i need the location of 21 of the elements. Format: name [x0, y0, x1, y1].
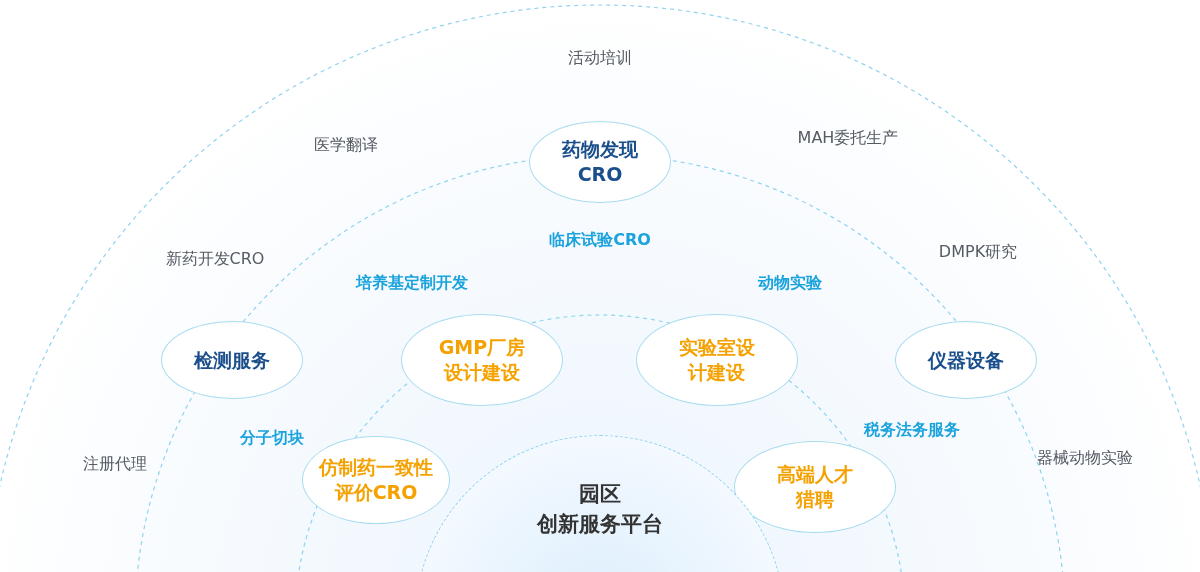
service-label: DMPK研究 — [938, 241, 1018, 263]
service-label: 注册代理 — [83, 453, 147, 475]
service-name: 仪器设备 — [926, 347, 1005, 373]
service-label: 分子切块 — [240, 427, 304, 449]
service-label: 临床试验CRO — [549, 229, 651, 251]
service-label: 培养基定制开发 — [356, 272, 468, 294]
service-label: MAH委托生产 — [797, 127, 899, 149]
service-name: GMP厂房设计建设 — [438, 335, 526, 385]
platform-title: 创新服务平台 — [537, 511, 663, 538]
service-label: 动物实验 — [758, 272, 822, 294]
service-name: 高端人才猎聘 — [776, 462, 854, 512]
service-label: 税务法务服务 — [864, 419, 960, 441]
service-label: 医学翻译 — [314, 134, 378, 156]
service-name: 仿制药一致性评价CRO — [317, 455, 434, 505]
service-name: 药物发现CRO — [561, 137, 639, 187]
service-name: 实验室设计建设 — [678, 335, 756, 385]
platform-title: 园区 — [579, 481, 621, 508]
service-label: 新药开发CRO — [165, 248, 265, 270]
service-label: 活动培训 — [568, 47, 632, 69]
service-label: 器械动物实验 — [1037, 447, 1133, 469]
service-name: 检测服务 — [192, 347, 271, 373]
